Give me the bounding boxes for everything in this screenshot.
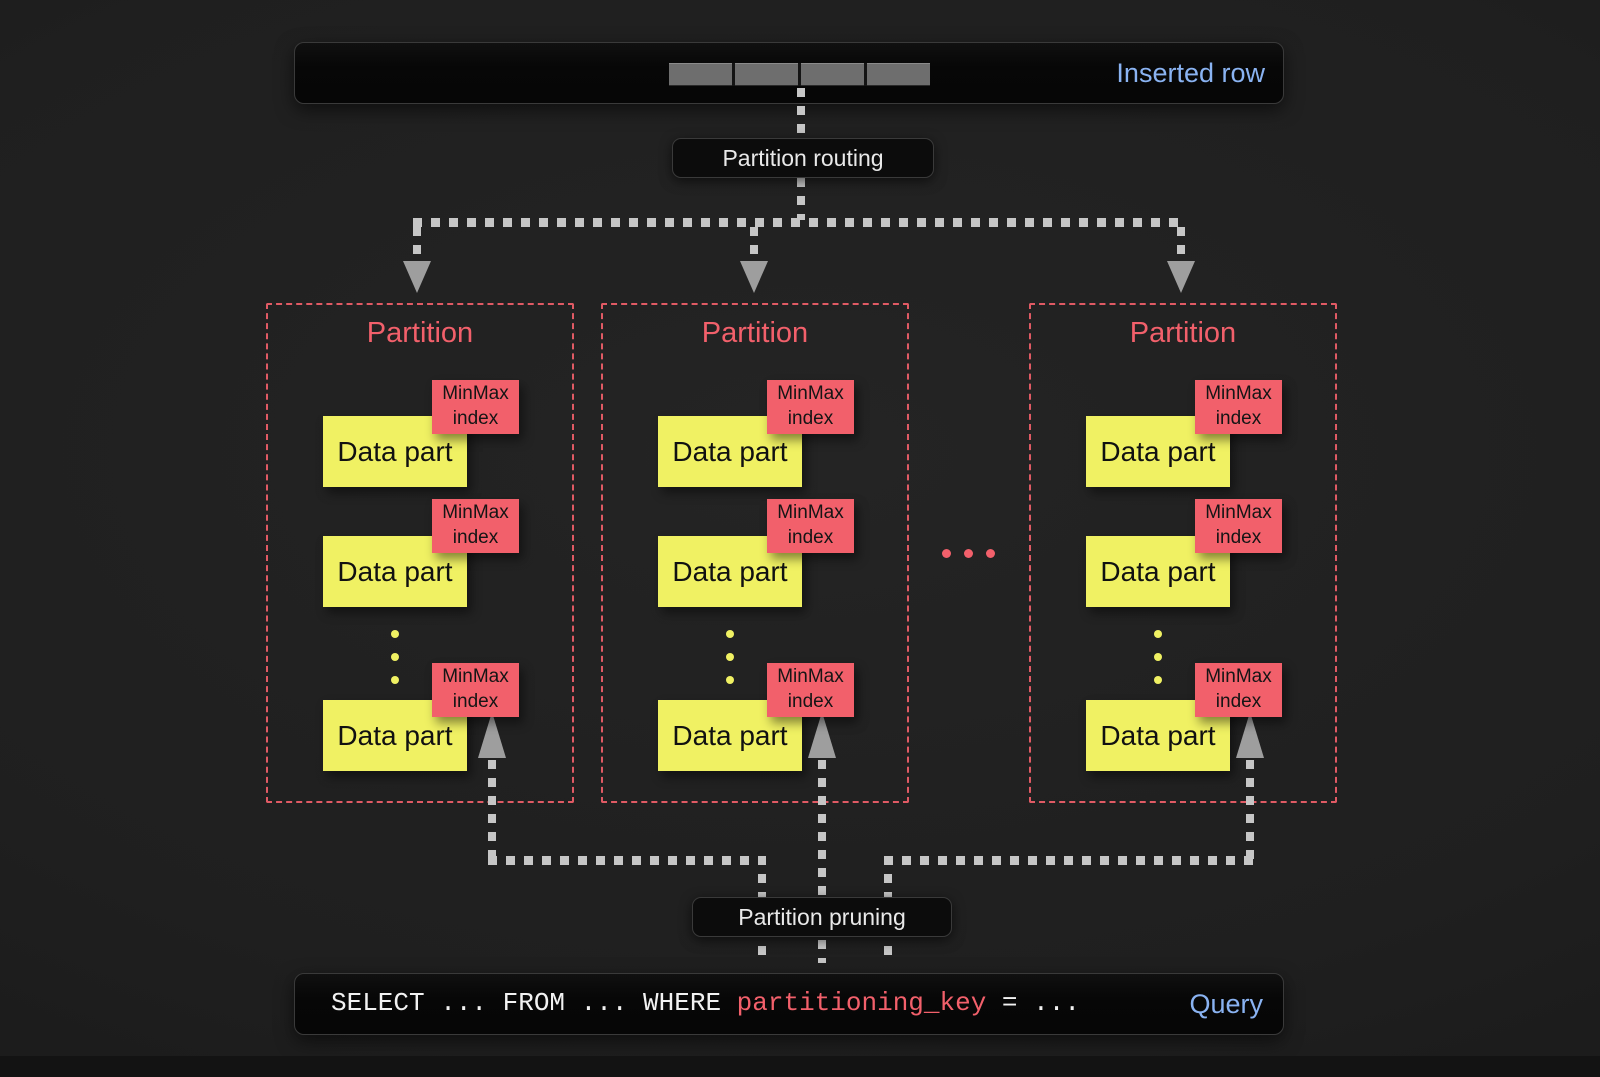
minmax-index-box: MinMax index — [432, 499, 519, 553]
pruning-line — [818, 760, 826, 963]
minmax-label: MinMax — [777, 502, 844, 524]
pruning-line — [488, 760, 496, 864]
vertical-ellipsis-icon — [391, 630, 399, 638]
partition-box-2: Partition MinMax index Data part MinMax … — [601, 303, 909, 803]
partition-box-1: Partition MinMax index Data part MinMax … — [266, 303, 574, 803]
pruning-connector — [884, 856, 1254, 865]
minmax-label: MinMax — [442, 502, 509, 524]
query-statement: SELECT ... FROM ... WHERE partitioning_k… — [331, 988, 1080, 1018]
minmax-label: index — [452, 527, 499, 548]
inserted-row-label: Inserted row — [1116, 58, 1265, 88]
minmax-label: index — [787, 527, 834, 548]
minmax-label: MinMax — [1205, 502, 1272, 524]
vertical-ellipsis-icon — [726, 653, 734, 661]
minmax-index-box: MinMax index — [1195, 663, 1282, 717]
routing-drop-line — [1177, 227, 1185, 263]
minmax-index-box: MinMax index — [1195, 380, 1282, 434]
inserted-row-cells-icon — [669, 63, 930, 86]
row-cell — [867, 63, 930, 86]
minmax-index-box: MinMax index — [767, 499, 854, 553]
minmax-label: MinMax — [1205, 383, 1272, 405]
vertical-ellipsis-icon — [1154, 653, 1162, 661]
row-cell — [669, 63, 732, 86]
partition-routing-label: Partition routing — [672, 138, 934, 178]
minmax-label: MinMax — [442, 383, 509, 405]
arrow-up-icon — [478, 712, 506, 758]
arrow-down-icon — [740, 261, 768, 293]
vertical-ellipsis-icon — [1154, 630, 1162, 638]
arrow-down-icon — [1167, 261, 1195, 293]
minmax-index-box: MinMax index — [1195, 499, 1282, 553]
routing-distribution-line — [413, 218, 1186, 227]
partition-title: Partition — [701, 317, 809, 349]
query-bar: SELECT ... FROM ... WHERE partitioning_k… — [294, 973, 1284, 1035]
partition-title: Partition — [366, 317, 474, 349]
vertical-ellipsis-icon — [726, 630, 734, 638]
minmax-label: MinMax — [442, 666, 509, 688]
minmax-label: index — [787, 691, 834, 712]
minmax-label: index — [452, 408, 499, 429]
inserted-row-bar: Inserted row — [294, 42, 1284, 104]
minmax-index-box: MinMax index — [432, 380, 519, 434]
pruning-line — [1246, 760, 1254, 864]
minmax-label: index — [1215, 691, 1262, 712]
query-label: Query — [1189, 989, 1263, 1019]
minmax-label: MinMax — [777, 666, 844, 688]
arrow-up-icon — [1236, 712, 1264, 758]
data-part-box: Data part — [323, 700, 467, 771]
data-part-box: Data part — [1086, 416, 1230, 487]
partition-ellipsis-icon — [964, 549, 973, 558]
bottom-band — [0, 1056, 1600, 1077]
row-cell — [801, 63, 864, 86]
partition-ellipsis-icon — [986, 549, 995, 558]
minmax-label: MinMax — [1205, 666, 1272, 688]
vertical-ellipsis-icon — [391, 676, 399, 684]
row-cell — [735, 63, 798, 86]
minmax-label: MinMax — [777, 383, 844, 405]
minmax-label: index — [452, 691, 499, 712]
query-partitioning-key: partitioning_key — [736, 988, 987, 1018]
minmax-index-box: MinMax index — [432, 663, 519, 717]
partition-ellipsis-icon — [942, 549, 951, 558]
partition-title: Partition — [1129, 317, 1237, 349]
minmax-label: index — [1215, 408, 1262, 429]
query-select-prefix: SELECT ... FROM ... WHERE — [331, 988, 737, 1018]
partition-pruning-label: Partition pruning — [692, 897, 952, 937]
query-suffix: = ... — [986, 988, 1080, 1018]
pruning-connector — [488, 856, 766, 865]
partition-box-3: Partition MinMax index Data part MinMax … — [1029, 303, 1337, 803]
minmax-index-box: MinMax index — [767, 380, 854, 434]
vertical-ellipsis-icon — [726, 676, 734, 684]
arrow-down-icon — [403, 261, 431, 293]
arrow-up-icon — [808, 712, 836, 758]
routing-drop-line — [750, 227, 758, 263]
minmax-label: index — [1215, 527, 1262, 548]
minmax-index-box: MinMax index — [767, 663, 854, 717]
vertical-ellipsis-icon — [1154, 676, 1162, 684]
minmax-label: index — [787, 408, 834, 429]
vertical-ellipsis-icon — [391, 653, 399, 661]
routing-drop-line — [413, 227, 421, 263]
